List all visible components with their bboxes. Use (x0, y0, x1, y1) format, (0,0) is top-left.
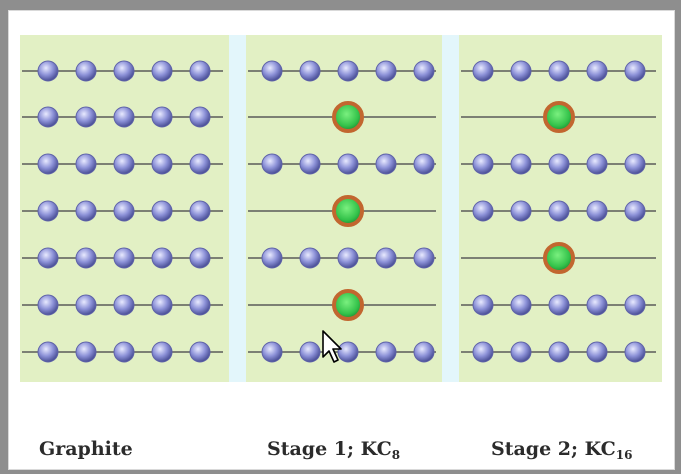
carbon-atom (299, 60, 321, 82)
carbon-atom (113, 60, 135, 82)
carbon-atom (337, 247, 359, 269)
carbon-atom (510, 153, 532, 175)
carbon-atom (548, 60, 570, 82)
carbon-atom (548, 341, 570, 363)
carbon-atom (299, 153, 321, 175)
carbon-atom (586, 200, 608, 222)
carbon-atom (413, 247, 435, 269)
carbon-atom (113, 341, 135, 363)
carbon-atom (189, 60, 211, 82)
carbon-atom (548, 294, 570, 316)
graphite-panel (20, 35, 229, 382)
caption-stage-2: Stage 2; KC16 (491, 438, 633, 462)
carbon-atom (337, 341, 359, 363)
carbon-atom (472, 60, 494, 82)
carbon-atom (375, 60, 397, 82)
stage2-layers (461, 60, 656, 363)
carbon-atom (151, 60, 173, 82)
potassium-atom (543, 242, 575, 274)
carbon-atom (337, 153, 359, 175)
graphite-layers (22, 60, 223, 363)
carbon-atom (299, 247, 321, 269)
carbon-atom (299, 341, 321, 363)
carbon-atom (375, 153, 397, 175)
carbon-atom (37, 60, 59, 82)
carbon-atom (75, 294, 97, 316)
carbon-atom (586, 60, 608, 82)
carbon-atom (151, 247, 173, 269)
caption-stage-1: Stage 1; KC8 (267, 438, 401, 462)
carbon-atom (413, 341, 435, 363)
carbon-atom (337, 60, 359, 82)
stage1-layers (248, 60, 436, 363)
panel-gap (229, 35, 246, 382)
carbon-atom (472, 153, 494, 175)
carbon-atom (151, 200, 173, 222)
carbon-atom (189, 341, 211, 363)
carbon-atom (510, 341, 532, 363)
carbon-atom (37, 247, 59, 269)
stage1-panel (246, 35, 442, 382)
carbon-atom (75, 106, 97, 128)
carbon-atom (75, 153, 97, 175)
carbon-atom (624, 153, 646, 175)
carbon-atom (624, 294, 646, 316)
carbon-atom (113, 200, 135, 222)
potassium-atom (543, 101, 575, 133)
carbon-atom (75, 341, 97, 363)
carbon-atom (113, 294, 135, 316)
mouse-pointer-icon (322, 330, 342, 363)
carbon-atom (261, 153, 283, 175)
panel-gap (442, 35, 459, 382)
carbon-atom (510, 200, 532, 222)
carbon-atom (113, 247, 135, 269)
carbon-atom (37, 153, 59, 175)
carbon-atom (113, 106, 135, 128)
carbon-atom (113, 153, 135, 175)
carbon-atom (586, 294, 608, 316)
carbon-atom (189, 200, 211, 222)
carbon-atom (510, 294, 532, 316)
carbon-atom (261, 60, 283, 82)
carbon-atom (151, 153, 173, 175)
carbon-atom (375, 247, 397, 269)
carbon-atom (624, 60, 646, 82)
carbon-atom (510, 60, 532, 82)
carbon-atom (413, 60, 435, 82)
carbon-atom (37, 341, 59, 363)
carbon-atom (261, 341, 283, 363)
carbon-atom (472, 341, 494, 363)
potassium-atom (332, 289, 364, 321)
carbon-atom (261, 247, 283, 269)
carbon-atom (624, 341, 646, 363)
potassium-atom (332, 195, 364, 227)
stage2-panel (459, 35, 662, 382)
carbon-atom (375, 341, 397, 363)
carbon-atom (189, 153, 211, 175)
carbon-atom (75, 200, 97, 222)
carbon-atom (151, 106, 173, 128)
figure-frame: Graphite Stage 1; KC8 Stage 2; KC16 (8, 10, 675, 470)
caption-graphite: Graphite (39, 438, 133, 460)
carbon-atom (472, 200, 494, 222)
carbon-atom (624, 200, 646, 222)
carbon-atom (413, 153, 435, 175)
carbon-atom (586, 153, 608, 175)
carbon-atom (151, 294, 173, 316)
carbon-atom (75, 247, 97, 269)
potassium-atom (332, 101, 364, 133)
carbon-atom (548, 200, 570, 222)
carbon-atom (189, 294, 211, 316)
carbon-atom (37, 200, 59, 222)
carbon-atom (189, 106, 211, 128)
carbon-atom (472, 294, 494, 316)
carbon-atom (37, 106, 59, 128)
carbon-atom (151, 341, 173, 363)
carbon-atom (189, 247, 211, 269)
carbon-atom (586, 341, 608, 363)
carbon-atom (75, 60, 97, 82)
carbon-atom (548, 153, 570, 175)
carbon-atom (37, 294, 59, 316)
